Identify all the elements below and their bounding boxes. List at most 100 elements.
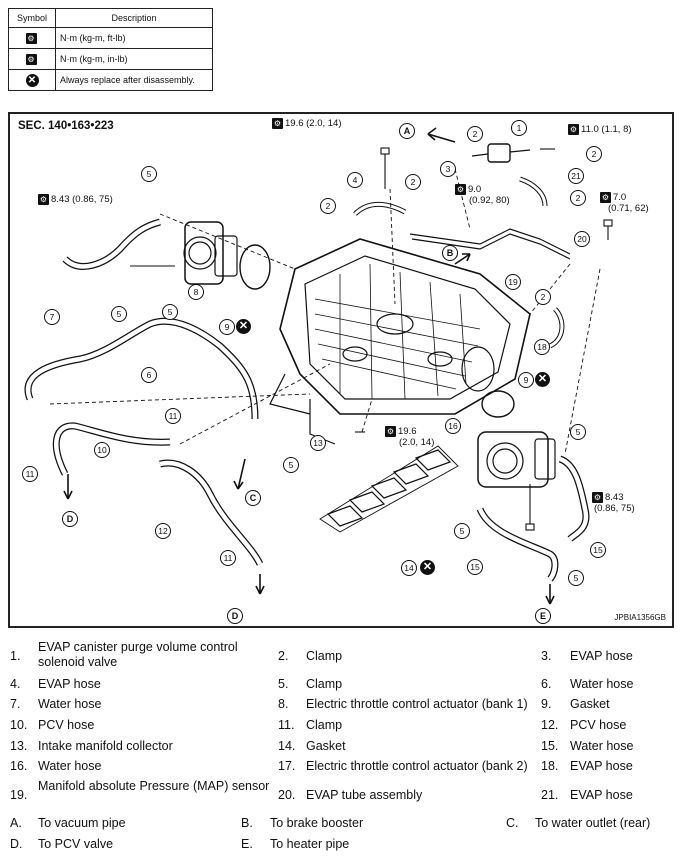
ref-letter-d: D — [62, 511, 78, 527]
torque-wrench-small-icon: ⚙ — [592, 492, 603, 503]
callout-10: 10 — [94, 442, 110, 458]
ref-letter-a: A — [399, 123, 415, 139]
callout-2: 2 — [586, 146, 602, 162]
torque-spec: ⚙9.0(0.92, 80) — [455, 184, 510, 207]
callout-1: 1 — [511, 120, 527, 136]
callout-9: 9 — [518, 372, 534, 388]
callout-4: 4 — [347, 172, 363, 188]
callout-7: 7 — [44, 309, 60, 325]
legend-item: To brake booster — [270, 816, 364, 830]
throttle-body-bank2 — [477, 431, 556, 488]
callout-5: 5 — [454, 523, 470, 539]
callout-5: 5 — [162, 304, 178, 320]
callout-15: 15 — [590, 542, 606, 558]
legend-item: Water hose — [570, 677, 634, 691]
legend-item: To water outlet (rear) — [535, 816, 651, 830]
legend-item: EVAP hose — [570, 759, 633, 773]
legend-item: EVAP hose — [38, 677, 101, 691]
callout-9: 9 — [219, 319, 235, 335]
flow-arrows — [63, 127, 555, 605]
torque-wrench-small-icon: ⚙ — [600, 192, 611, 203]
legend-item: EVAP canister purge volume control solen… — [38, 640, 238, 669]
symbol-table: Symbol Description ⚙ N·m (kg-m, ft-lb) ⚙… — [8, 8, 213, 91]
reference-code: JPBIA1356GB — [614, 613, 666, 622]
evap-tube-20 — [409, 228, 571, 255]
exploded-diagram: SEC. 140•163•223 JPBIA1356GB ⚙19.6 (2.0,… — [8, 112, 674, 628]
torque-wrench-icon: ⚙ — [385, 426, 396, 437]
legend-item: Manifold absolute Pressure (MAP) sensor — [38, 779, 270, 793]
callout-5: 5 — [568, 570, 584, 586]
callout-16: 16 — [445, 418, 461, 434]
callout-2: 2 — [467, 126, 483, 142]
callout-6: 6 — [141, 367, 157, 383]
legend-item: Clamp — [306, 649, 343, 663]
legend-item: Clamp — [306, 677, 343, 691]
gasket-bank1 — [239, 244, 271, 290]
torque-wrench-icon: ⚙ — [568, 124, 579, 135]
callout-15: 15 — [467, 559, 483, 575]
leader-lines — [49, 168, 601, 455]
callout-11: 11 — [22, 466, 38, 482]
legend-item: Electric throttle control actuator (bank… — [306, 697, 528, 711]
callout-13: 13 — [310, 435, 326, 451]
torque-spec: ⚙11.0 (1.1, 8) — [568, 124, 632, 136]
torque-spec: ⚙8.43 (0.86, 75) — [38, 194, 113, 206]
callout-20: 20 — [574, 231, 590, 247]
callout-12: 12 — [155, 523, 171, 539]
replace-x-icon: ✕ — [25, 73, 39, 87]
ref-letter-b: B — [442, 245, 458, 261]
legend-item: Electric throttle control actuator (bank… — [306, 759, 528, 773]
legend-item: EVAP hose — [570, 788, 633, 802]
gasket-bank2 — [481, 390, 515, 418]
callout-5: 5 — [111, 306, 127, 322]
replace-x-icon: ✕ — [420, 560, 435, 575]
torque-wrench-small-icon: ⚙ — [38, 194, 49, 205]
torque-spec: ⚙7.0(0.71, 62) — [600, 192, 649, 215]
replace-x-icon: ✕ — [535, 372, 550, 387]
torque-wrench-icon: ⚙ — [25, 32, 37, 44]
callout-2: 2 — [405, 174, 421, 190]
callout-11: 11 — [220, 550, 236, 566]
symbol-desc: N·m (kg-m, in-lb) — [55, 48, 213, 70]
legend-item: To vacuum pipe — [38, 816, 126, 830]
legend-item: Intake manifold collector — [38, 739, 173, 753]
torque-wrench-small-icon: ⚙ — [455, 184, 466, 195]
callout-5: 5 — [141, 166, 157, 182]
pcv-hose-10 — [52, 422, 171, 476]
symbol-desc: Always replace after disassembly. — [55, 69, 213, 91]
torque-wrench-small-icon: ⚙ — [25, 53, 37, 65]
callout-2: 2 — [535, 289, 551, 305]
legend-item: Gasket — [306, 739, 346, 753]
legend-item: PCV hose — [570, 718, 627, 732]
callout-5: 5 — [570, 424, 586, 440]
legend-item: EVAP hose — [570, 649, 633, 663]
description-header: Description — [55, 8, 213, 28]
callout-2: 2 — [320, 198, 336, 214]
section-number: SEC. 140•163•223 — [18, 120, 114, 132]
ref-letter-c: C — [245, 490, 261, 506]
legend-item: EVAP tube assembly — [306, 788, 423, 802]
torque-spec: ⚙8.43(0.86, 75) — [592, 492, 635, 515]
ref-letter-d: D — [227, 608, 243, 624]
ref-letter-e: E — [535, 608, 551, 624]
legend-item: PCV hose — [38, 718, 95, 732]
throttle-body-bank1 — [183, 221, 238, 285]
manifold-gasket — [319, 445, 459, 533]
legend-item: Water hose — [38, 759, 102, 773]
legend-item: To heater pipe — [270, 837, 350, 851]
symbol-header: Symbol — [8, 8, 56, 28]
intake-manifold-collector — [269, 238, 531, 445]
callout-14: 14 — [401, 560, 417, 576]
symbol-desc: N·m (kg-m, ft-lb) — [55, 27, 213, 49]
callout-19: 19 — [505, 274, 521, 290]
callout-3: 3 — [440, 161, 456, 177]
water-hose-15 — [476, 507, 559, 582]
legend-item: Gasket — [570, 697, 610, 711]
torque-spec: ⚙19.6(2.0, 14) — [385, 426, 435, 449]
callout-11: 11 — [165, 408, 181, 424]
diagram-artwork — [24, 127, 613, 605]
torque-wrench-icon: ⚙ — [272, 118, 283, 129]
callout-5: 5 — [283, 457, 299, 473]
torque-spec: ⚙19.6 (2.0, 14) — [272, 118, 342, 130]
pcv-hose-12 — [159, 459, 264, 566]
